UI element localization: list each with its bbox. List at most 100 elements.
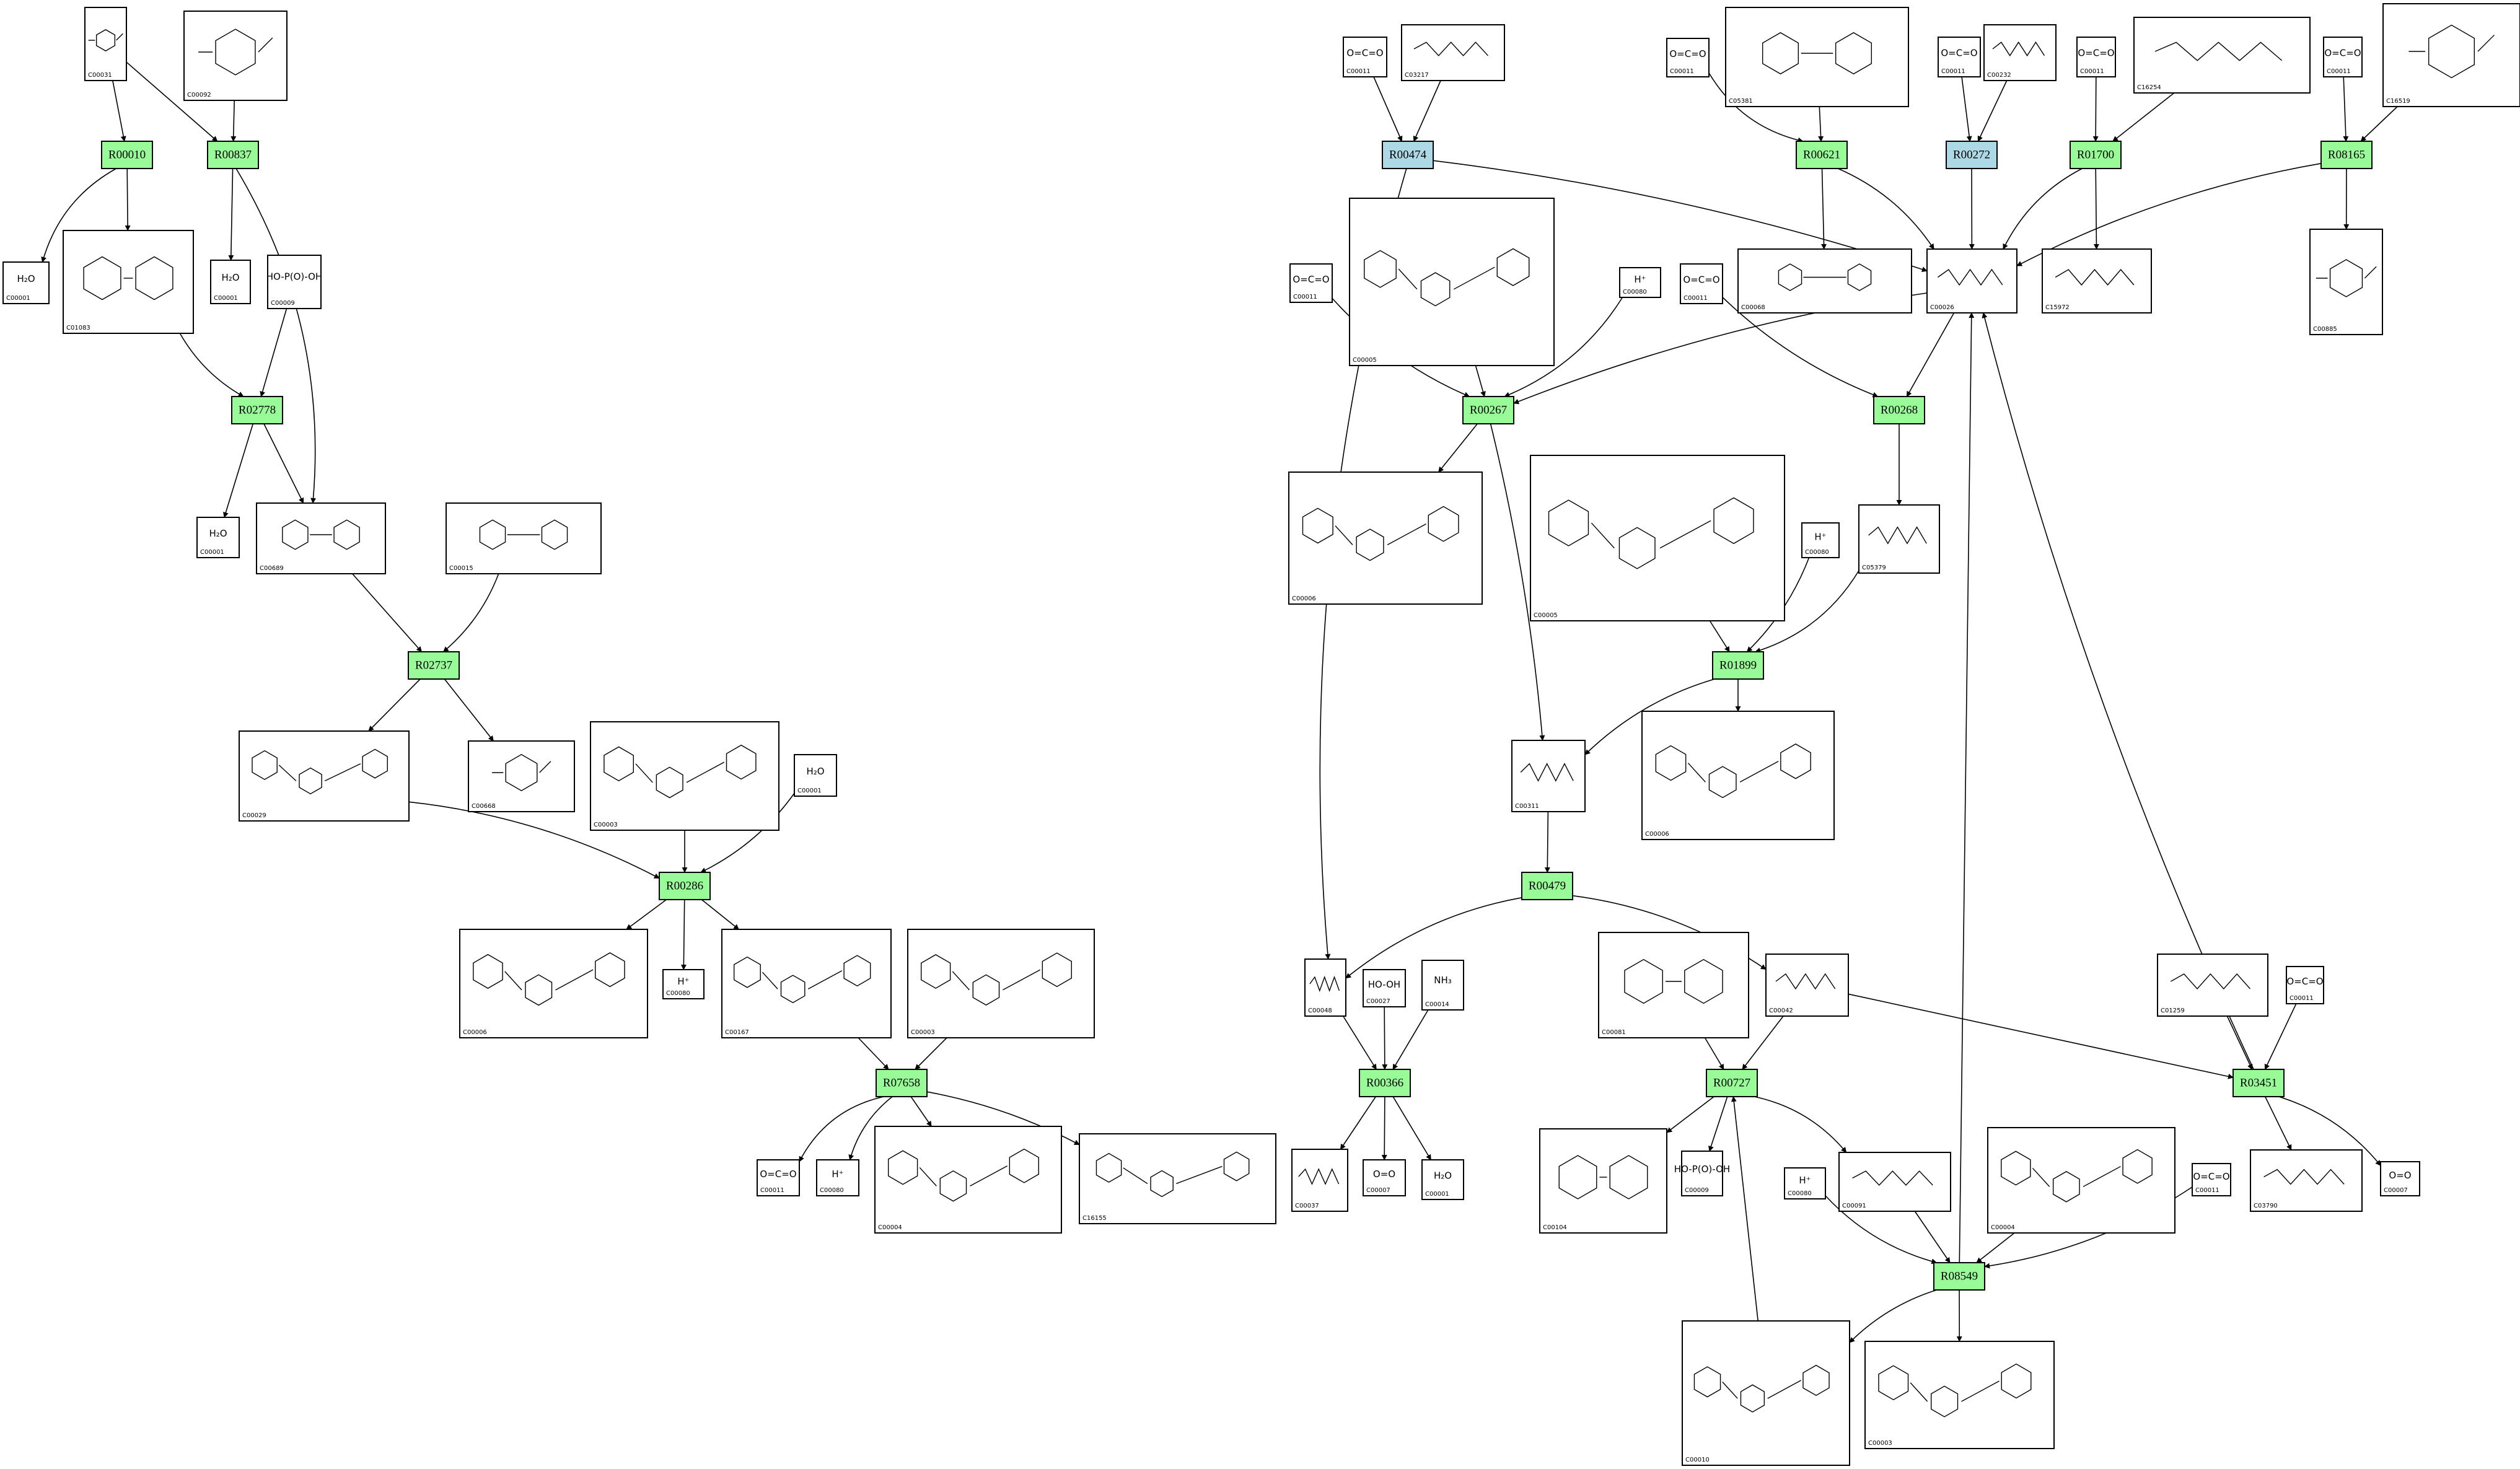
reaction-node-r00727[interactable]: R00727 [1706,1069,1758,1097]
compound-node[interactable]: C00005 [1530,455,1785,621]
compound-node[interactable]: H⁺C00080 [1801,522,1840,558]
compound-node[interactable]: C01083 [63,230,194,334]
reaction-node-r00479[interactable]: R00479 [1521,872,1573,900]
compound-node[interactable]: C00689 [256,502,386,574]
compound-node[interactable]: C00003 [1864,1341,2055,1449]
compound-node[interactable]: C00167 [721,929,892,1038]
reaction-node-r00272[interactable]: R00272 [1946,141,1998,169]
reaction-node-r02778[interactable]: R02778 [231,396,283,424]
compound-node[interactable]: C00006 [459,929,648,1038]
compound-node[interactable]: C00668 [468,740,575,812]
structure-bond [1961,1380,2000,1402]
compound-node[interactable]: C00005 [1349,198,1555,366]
compound-node[interactable]: C00104 [1539,1128,1667,1234]
compound-node[interactable]: C03217 [1401,24,1505,81]
compound-node[interactable]: C00037 [1291,1149,1348,1212]
compound-node[interactable]: C01259 [2157,954,2268,1017]
compound-node[interactable]: C00885 [2309,229,2383,335]
compound-node[interactable]: C00031 [84,7,127,81]
reaction-node-r01899[interactable]: R01899 [1712,651,1764,680]
compound-node[interactable]: C00004 [874,1126,1062,1234]
compound-node[interactable]: C00026 [1926,248,2017,314]
compound-node[interactable]: C00029 [239,730,410,822]
compound-node[interactable]: H⁺C00080 [1619,267,1661,298]
reaction-node-r00837[interactable]: R00837 [207,141,259,169]
compound-id-label: C01083 [66,325,90,331]
compound-node[interactable]: C00003 [590,721,779,831]
compound-node[interactable]: C00048 [1304,958,1346,1017]
reaction-node-r00267[interactable]: R00267 [1462,396,1514,424]
compound-node[interactable]: C00232 [1983,24,2057,81]
reaction-node-r00366[interactable]: R00366 [1359,1069,1411,1097]
reaction-node-r00286[interactable]: R00286 [659,872,711,900]
compound-node[interactable]: C03790 [2250,1149,2363,1212]
compound-node[interactable]: C16155 [1079,1133,1276,1224]
reaction-node-r00010[interactable]: R00010 [101,141,153,169]
compound-node[interactable]: C00042 [1765,954,1849,1017]
structure-ring [525,974,553,1006]
compound-box [84,7,127,81]
structure-ring [595,952,625,988]
compound-formula: H₂O [1434,1170,1452,1182]
compound-node[interactable]: C16254 [2133,17,2311,94]
reaction-edge [126,61,218,142]
compound-formula: H⁺ [677,976,689,987]
reaction-node-r08165[interactable]: R08165 [2320,141,2373,169]
compound-id-label: C00092 [187,92,211,99]
compound-node[interactable]: C00068 [1737,248,1912,314]
reaction-edge [626,899,667,930]
compound-id-label: C00048 [1308,1007,1332,1014]
reaction-node-r00268[interactable]: R00268 [1873,396,1925,424]
compound-node[interactable]: C00015 [446,502,602,574]
compound-box [2157,954,2268,1017]
compound-node[interactable]: C00091 [1838,1152,1951,1212]
reaction-node-r08549[interactable]: R08549 [1933,1262,1985,1291]
reaction-edge [848,1096,893,1160]
compound-node[interactable]: C00092 [183,11,288,101]
compound-node[interactable]: C00006 [1641,711,1835,840]
compound-node[interactable]: C15972 [2042,248,2152,314]
compound-node[interactable]: C00010 [1682,1320,1850,1466]
reaction-node-r03451[interactable]: R03451 [2232,1069,2285,1097]
compound-node[interactable]: C05379 [1858,504,1940,574]
reaction-node-r01700[interactable]: R01700 [2070,141,2122,169]
compound-node[interactable]: C00004 [1987,1127,2175,1234]
reaction-edge [1345,897,1522,979]
reaction-node-r07658[interactable]: R07658 [876,1069,928,1097]
reaction-edge [444,678,494,742]
compound-node[interactable]: H⁺C00080 [1784,1167,1826,1199]
reaction-node-r00621[interactable]: R00621 [1796,141,1848,169]
compound-node[interactable]: C00003 [907,929,1095,1038]
compound-node[interactable]: H⁺C00080 [816,1159,859,1196]
reaction-node-r02737[interactable]: R02737 [408,651,460,680]
compound-node[interactable]: H⁺C00080 [662,969,705,999]
compound-node[interactable]: C00006 [1288,471,1483,605]
compound-node[interactable]: C16519 [2382,3,2520,107]
reaction-edge [2265,1096,2292,1151]
compound-node[interactable]: C05381 [1725,7,1909,107]
compound-node[interactable]: C00311 [1511,740,1586,812]
compound-node[interactable]: C00081 [1598,932,1749,1038]
reaction-node-r00474[interactable]: R00474 [1382,141,1434,169]
